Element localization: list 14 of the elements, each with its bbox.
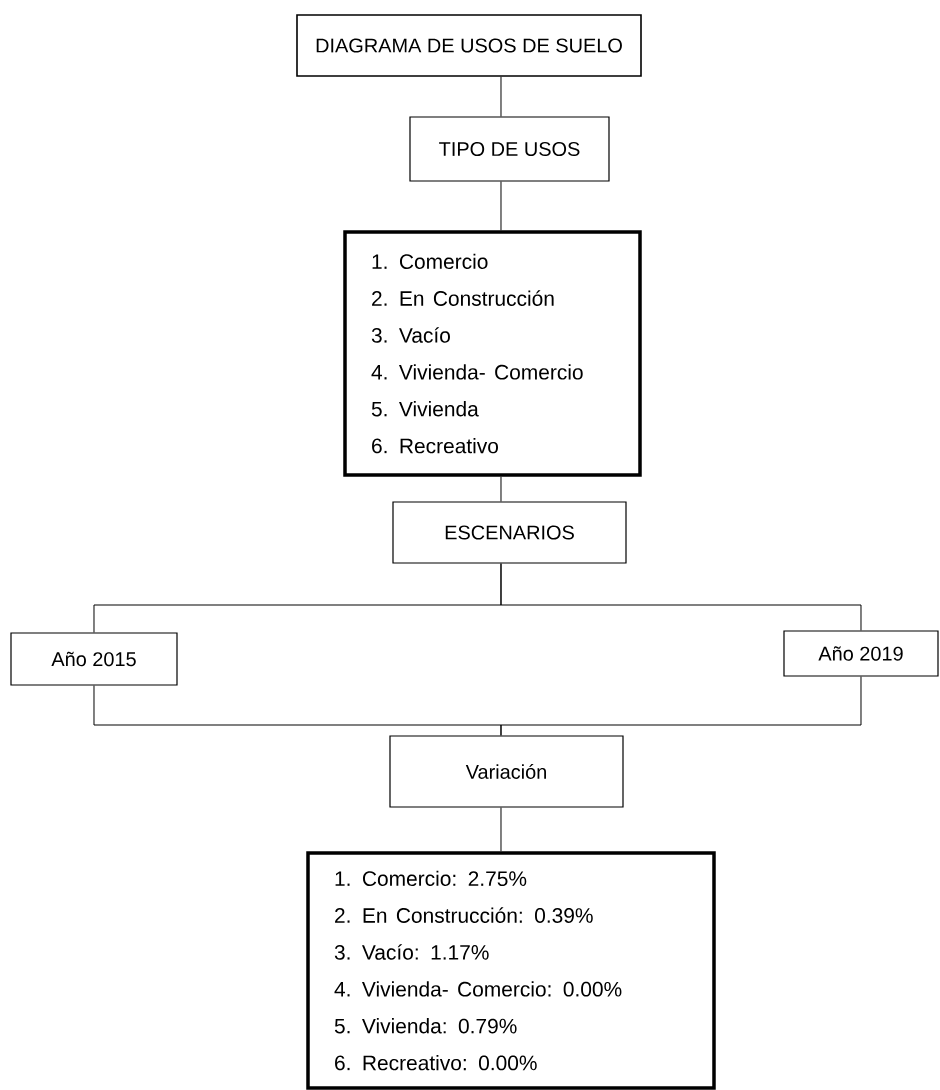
process-box: ESCENARIOS — [392, 501, 627, 564]
list-box: 1. Comercio: 2.75% 2. En Construcción: 0.39% 3. Vacío: 1.17% 4. Vivienda- Comercio: 0.00% 5. Vivienda: 0.79% 6. Recreativo: 0.00% — [306, 851, 716, 1090]
process-box: Variación — [389, 735, 624, 808]
connector-line — [500, 676, 862, 736]
connector-line — [500, 76, 502, 117]
connector-line — [500, 563, 862, 631]
process-box: Año 2019 — [783, 630, 939, 677]
title-box: DIAGRAMA DE USOS DE SUELO — [296, 14, 642, 77]
connector-line — [500, 476, 502, 502]
process-box: Año 2015 — [10, 632, 178, 686]
process-box: TIPO DE USOS — [409, 116, 610, 182]
list-box: 1. Comercio 2. En Construcción 3. Vacío 4. Vivienda- Comercio 5. Vivienda 6. Recreativo — [343, 230, 642, 477]
connector-line — [500, 807, 502, 852]
connector-line — [500, 181, 502, 231]
